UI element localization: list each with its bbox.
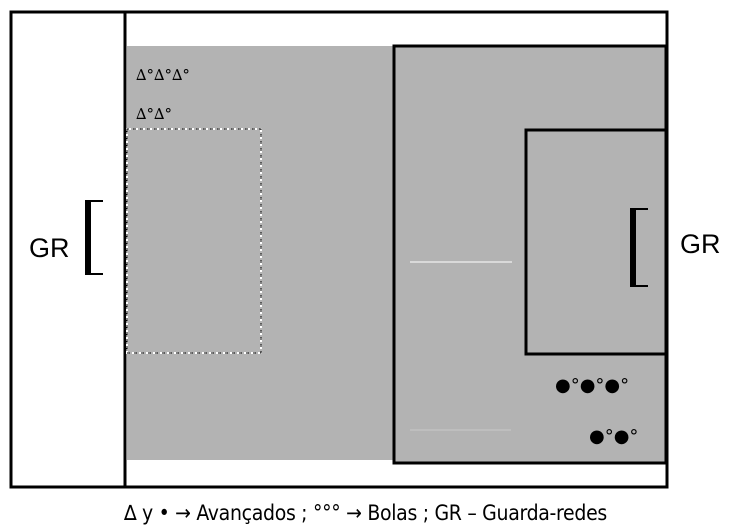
dashed-zone-inner-outline <box>126 128 262 354</box>
right-goal-bracket <box>630 208 648 287</box>
legend-text: ∆ y • → Avançados ; °°° → Bolas ; GR – G… <box>124 501 607 525</box>
right-goalkeeper-label: GR <box>680 229 721 259</box>
left-goalkeeper-label: GR <box>29 233 70 263</box>
attacker-group-row-1: ∆°∆°∆° <box>136 66 190 84</box>
left-goal-bracket <box>85 200 103 275</box>
ball-group-row-1: ●°●°●° <box>555 375 629 396</box>
ball-group-row-2: ●°●° <box>589 426 638 447</box>
goal-area <box>524 128 668 356</box>
attacker-group-row-2: ∆°∆° <box>136 105 172 123</box>
